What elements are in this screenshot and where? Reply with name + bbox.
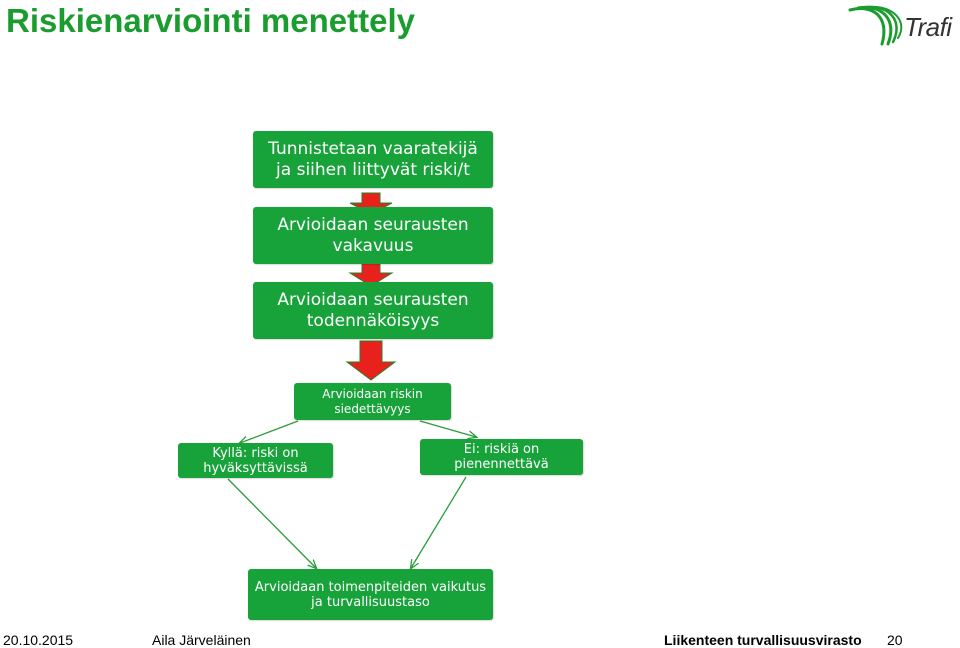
- connector-to-yes: [240, 420, 299, 443]
- connector-to-no: [419, 420, 476, 437]
- step-arrow-3: [345, 340, 397, 381]
- decision-line1: Arvioidaan riskin: [322, 386, 423, 401]
- trafi-swoosh-icon: [848, 5, 903, 46]
- connector-no-to-final: [411, 476, 467, 568]
- step-identify-line2: ja siihen liittyvät riski/t: [276, 159, 470, 180]
- step-assess-probability: Arvioidaan seurausten todennäköisyys: [253, 282, 493, 339]
- decision-tolerability: Arvioidaan riskin siedettävyys: [294, 383, 451, 420]
- no-branch-line1: Ei: riskiä on: [463, 442, 540, 457]
- no-branch-line2: pienennettävä: [454, 457, 549, 472]
- step-probability-line2: todennäköisyys: [306, 310, 440, 331]
- trafi-logo-text: Trafi: [904, 12, 952, 42]
- step-probability-line1: Arvioidaan seurausten: [277, 289, 469, 310]
- connector-yes-to-final: [227, 478, 316, 568]
- step-severity-line1: Arvioidaan seurausten: [277, 214, 469, 235]
- slide-title: Riskienarviointi menettely: [6, 2, 415, 39]
- final-line2: ja turvallisuustaso: [311, 594, 430, 610]
- step-severity-line2: vakavuus: [332, 235, 414, 256]
- step-assess-severity: Arvioidaan seurausten vakavuus: [253, 207, 493, 264]
- step-identify-line1: Tunnistetaan vaaratekijä: [268, 138, 478, 159]
- yes-branch-line2: hyväksyttävissä: [203, 460, 308, 476]
- footer-organization: Liikenteen turvallisuusvirasto: [664, 632, 862, 648]
- decision-line2: siedettävyys: [334, 401, 411, 416]
- yes-branch-acceptable: Kyllä: riski on hyväksyttävissä: [178, 443, 333, 478]
- footer-date: 20.10.2015: [3, 632, 74, 648]
- final-line1: Arvioidaan toimenpiteiden vaikutus: [254, 579, 487, 595]
- no-branch-reduce: Ei: riskiä on pienennettävä: [420, 439, 583, 475]
- final-assess-measures: Arvioidaan toimenpiteiden vaikutus ja tu…: [248, 569, 493, 620]
- footer-page-number: 20: [887, 632, 903, 648]
- footer-author: Aila Järveläinen: [152, 632, 251, 648]
- step-identify-hazard: Tunnistetaan vaaratekijä ja siihen liitt…: [253, 131, 493, 188]
- yes-branch-line1: Kyllä: riski on: [212, 445, 299, 461]
